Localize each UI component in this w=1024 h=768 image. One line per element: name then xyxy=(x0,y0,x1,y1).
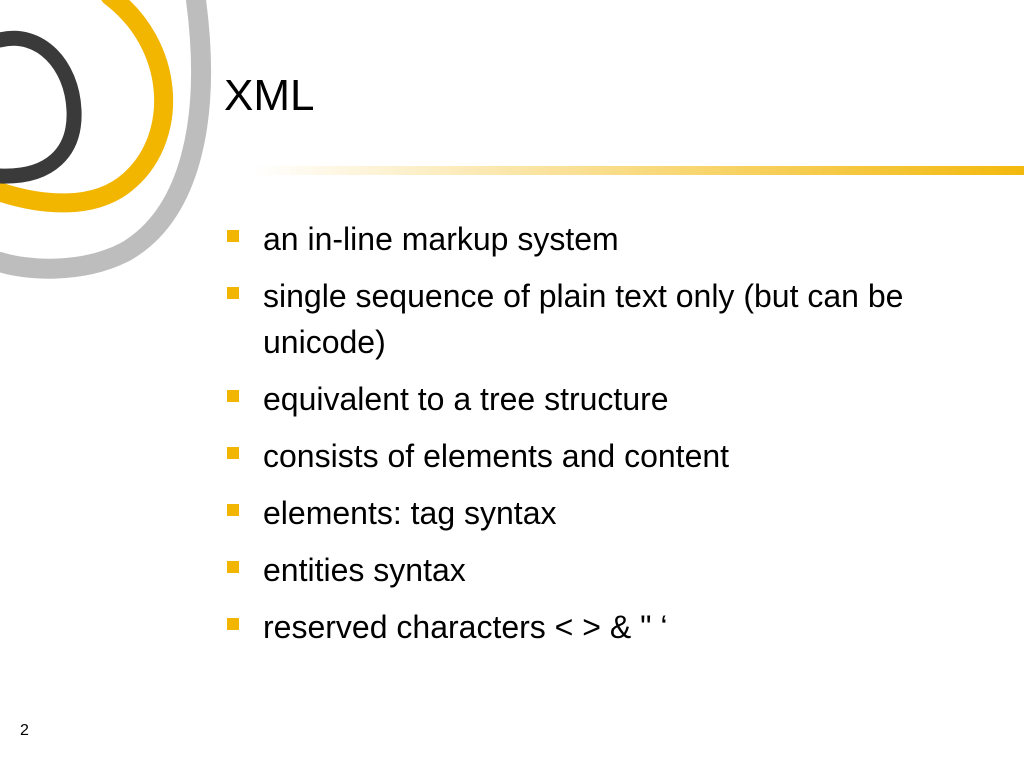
bullet-text: entities syntax xyxy=(263,552,466,588)
bullet-item: elements: tag syntax xyxy=(225,490,1005,536)
bullet-item: single sequence of plain text only (but … xyxy=(225,273,1005,365)
square-bullet-icon xyxy=(227,287,239,299)
slide-title: XML xyxy=(224,71,315,120)
square-bullet-icon xyxy=(227,447,239,459)
bullet-item: reserved characters < > & " ‘ xyxy=(225,604,1005,650)
bullet-text: consists of elements and content xyxy=(263,438,730,474)
square-bullet-icon xyxy=(227,561,239,573)
dark-ring xyxy=(0,30,82,184)
bullet-text: single sequence of plain text only (but … xyxy=(263,278,904,360)
square-bullet-icon xyxy=(227,618,239,630)
bullet-text: an in-line markup system xyxy=(263,221,619,257)
bullet-item: entities syntax xyxy=(225,547,1005,593)
grey-ring xyxy=(0,0,211,279)
page-number: 2 xyxy=(20,722,29,739)
square-bullet-icon xyxy=(227,390,239,402)
decorative-rings-graphic xyxy=(0,0,211,279)
bullet-item: an in-line markup system xyxy=(225,216,1005,262)
bullet-text: equivalent to a tree structure xyxy=(263,381,669,417)
bullet-list: an in-line markup system single sequence… xyxy=(225,216,1005,661)
title-divider xyxy=(252,166,1024,175)
square-bullet-icon xyxy=(227,230,239,242)
bullet-item: consists of elements and content xyxy=(225,433,1005,479)
bullet-item: equivalent to a tree structure xyxy=(225,376,1005,422)
square-bullet-icon xyxy=(227,504,239,516)
bullet-text: reserved characters < > & " ‘ xyxy=(263,609,668,645)
bullet-text: elements: tag syntax xyxy=(263,495,557,531)
yellow-ring xyxy=(0,0,174,213)
